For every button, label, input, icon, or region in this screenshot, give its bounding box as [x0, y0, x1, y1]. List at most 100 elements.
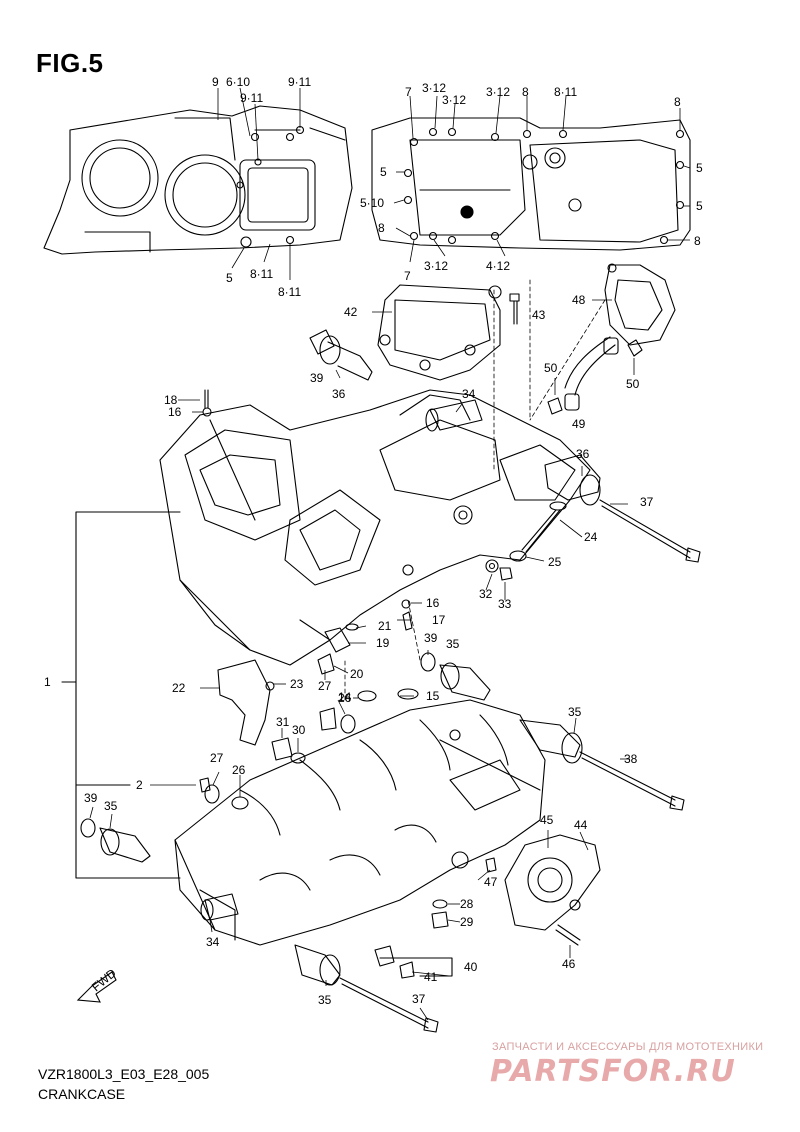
oil-pipe-part-18 [202, 389, 256, 521]
callout-23: 23 [290, 677, 304, 691]
callout-47: 47 [484, 875, 498, 889]
bolt-callout-3-12-d: 3·12 [424, 259, 448, 273]
bolt-callout-8-top: 8 [522, 85, 529, 99]
callout-32: 32 [479, 587, 493, 601]
callout-39-upper: 39 [310, 371, 324, 385]
plug-part-32-33 [485, 559, 513, 581]
callout-29: 29 [460, 915, 474, 929]
plug-part-40-41 [374, 945, 415, 979]
upper-crankcase [159, 389, 591, 666]
callout-16-top: 16 [168, 405, 182, 419]
assembly-bracket-ref-40 [379, 957, 453, 977]
callout-30: 30 [292, 723, 306, 737]
bolt-callout-8-11-a: 8·11 [250, 267, 273, 281]
callout-42: 42 [344, 305, 358, 319]
stud-bolt-part-37-upper [599, 499, 701, 563]
bolt-callout-8-lower: 8 [694, 234, 701, 248]
oil-jet-part-35-lower [294, 944, 341, 986]
callout-49: 49 [572, 417, 586, 431]
plug-part-30-31 [271, 737, 306, 764]
bracket-part-22 [217, 659, 275, 746]
bolt-callout-leaders-right [393, 95, 691, 263]
oil-jet-part-36-right [544, 454, 601, 506]
bolt-callout-5-10: 5·10 [360, 196, 384, 210]
callout-38: 38 [624, 752, 638, 766]
callout-14: 14 [338, 690, 352, 704]
bolt-callout-8-right: 8 [674, 95, 681, 109]
callout-26-lower: 26 [232, 763, 246, 777]
callout-labels: 1 2 14 15 16 16 17 18 19 20 21 22 23 24 … [44, 293, 654, 1007]
callout-15: 15 [426, 689, 440, 703]
assembly-bracket-ref-1 [61, 511, 181, 879]
callout-2: 2 [136, 778, 143, 792]
callout-18: 18 [164, 393, 178, 407]
jets-part-26-27-upper [319, 707, 356, 734]
callout-17: 17 [432, 613, 446, 627]
stud-bolt-part-37-lower [339, 977, 439, 1033]
callout-22: 22 [172, 681, 186, 695]
callout-16-mid: 16 [426, 596, 440, 610]
assembly-guide-lines [344, 279, 606, 701]
fwd-arrow-icon: FWD [76, 966, 119, 1003]
oil-jet-part-35-lower-left [80, 818, 151, 863]
callout-36-right: 36 [576, 447, 590, 461]
bolt-part-46 [555, 924, 581, 946]
callout-26-mid: 26 [338, 691, 352, 705]
bolt-part-43 [509, 293, 520, 325]
callout-41: 41 [424, 970, 438, 984]
callout-43: 43 [532, 308, 546, 322]
oil-jet-part-35-right [519, 719, 583, 764]
o-rings-part-14-15 [357, 688, 419, 702]
callout-35-mid: 35 [446, 637, 460, 651]
callout-27-lower: 27 [210, 751, 224, 765]
oil-jet-parts-16-21 [317, 599, 413, 675]
callout-35-right: 35 [568, 705, 582, 719]
callout-27-mid: 27 [318, 679, 332, 693]
bolt-callout-4-12: 4·12 [486, 259, 510, 273]
bolt-callout-3-12-a: 3·12 [422, 81, 446, 95]
stud-bolt-part-38 [579, 751, 685, 811]
lower-case-bottom-view [371, 117, 691, 251]
callout-40: 40 [464, 960, 478, 974]
callout-35-left: 35 [104, 799, 118, 813]
callout-50-left: 50 [544, 361, 558, 375]
callout-34-upper: 34 [462, 387, 476, 401]
dowel-part-2-27-26 [199, 777, 249, 810]
callout-28: 28 [460, 897, 474, 911]
callout-36-left: 36 [332, 387, 346, 401]
bolt-callout-leaders-left [217, 87, 301, 280]
callout-35-bottom: 35 [318, 993, 332, 1007]
bolt-callout-8-left: 8 [378, 221, 385, 235]
callout-31: 31 [276, 715, 290, 729]
fwd-label: FWD [89, 966, 119, 995]
bolt-callout-8-11-top: 8·11 [554, 85, 577, 99]
callout-46: 46 [562, 957, 576, 971]
bolt-callout-7-top: 7 [405, 85, 412, 99]
bolt-callout-5-c: 5 [696, 199, 703, 213]
callout-37-upper: 37 [640, 495, 654, 509]
bolt-callout-3-12-c: 3·12 [486, 85, 510, 99]
breather-cover-part-42 [377, 284, 502, 381]
callout-39-mid: 39 [424, 631, 438, 645]
bolt-callout-5-a: 5 [380, 165, 387, 179]
lower-crankcase [174, 699, 546, 946]
callout-19: 19 [376, 636, 390, 650]
watermark-tagline: ЗАПЧАСТИ И АКСЕССУАРЫ ДЛЯ МОТОТЕХНИКИ [492, 1041, 764, 1053]
bolt-callout-8-11-b: 8·11 [278, 285, 301, 299]
bolt-callout-labels: 9 6·10 9·11 9·11 5 8·11 8·11 7 3·12 3·12… [212, 75, 703, 299]
bolt-callout-3-12-b: 3·12 [442, 93, 466, 107]
callout-24: 24 [584, 530, 598, 544]
bolt-callout-5-b: 5 [696, 161, 703, 175]
model-code: VZR1800L3_E03_E28_005 [38, 1066, 210, 1082]
bolt-callout-9-11-a: 9·11 [240, 91, 263, 105]
callout-leaders [89, 299, 635, 1021]
callout-44: 44 [574, 818, 588, 832]
bolt-callout-7-lower: 7 [404, 269, 411, 283]
oil-level-gauge-part-24 [509, 501, 567, 562]
figure-title: FIG.5 [36, 48, 104, 78]
callout-45: 45 [540, 813, 554, 827]
bolt-callout-9: 9 [212, 75, 219, 89]
watermark-logo: PARTSFOR.RU [490, 1054, 736, 1089]
cover-part-44-45 [504, 834, 601, 931]
dowel-part-47 [485, 857, 497, 873]
